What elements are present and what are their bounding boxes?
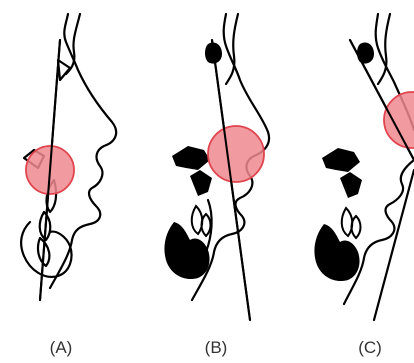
panel-b-lower-teeth [192,206,211,236]
panel-c-lower-incisor [342,208,353,236]
panel-c-highlight-circle [384,92,414,148]
panel-c-nasal-bone [357,42,374,63]
panel-b-lower-incisor [192,206,203,234]
panel-a-nasal-tip [58,60,70,80]
panel-c-maxilla [322,148,360,172]
panel-c-upper-incisor [340,172,362,198]
panel-b-highlight-circle [208,126,264,182]
panel-c-reference-line-lower [374,170,414,320]
panel-c-nasal-contour [378,14,390,84]
panel-a-label: (A) [31,338,91,358]
panel-b-maxilla [172,146,210,170]
panel-b-label: (B) [186,338,246,358]
panel-b-upper-incisor [190,170,212,196]
panel-c-lower-teeth [342,208,361,238]
panel-a-nasal-contour [66,14,80,74]
panel-c-solid-structures [314,42,374,281]
panel-c-label: (C) [340,338,400,358]
